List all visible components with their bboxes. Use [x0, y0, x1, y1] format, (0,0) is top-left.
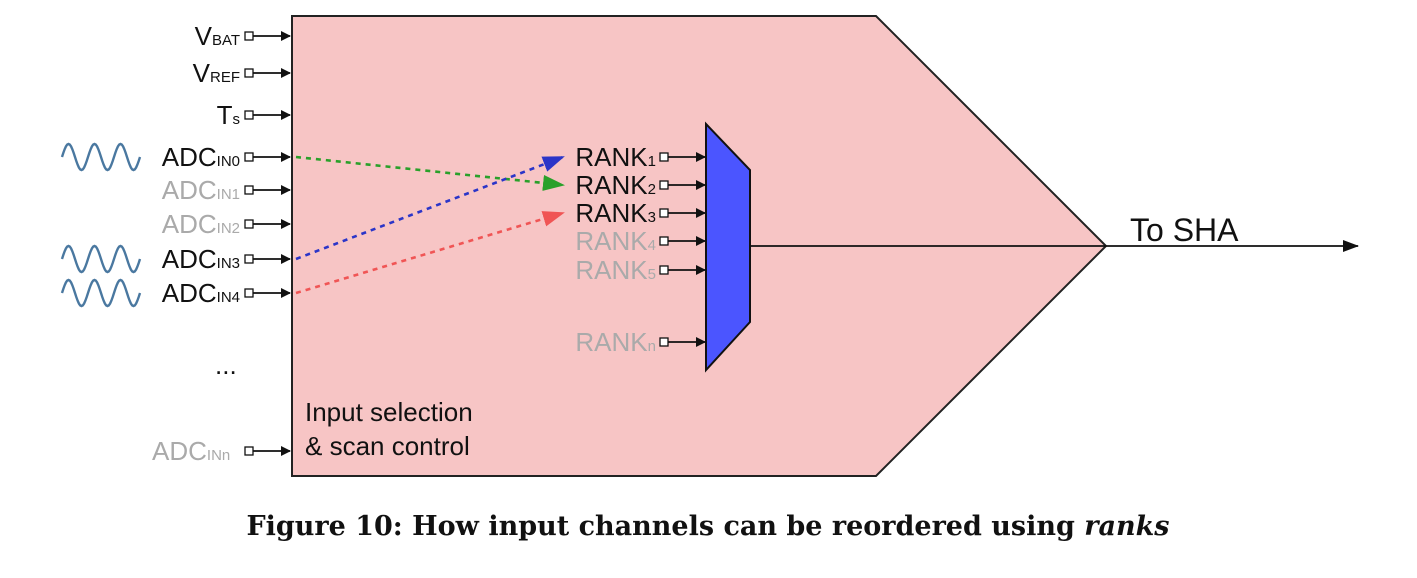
input-sub: BAT — [212, 32, 240, 49]
rank-5: RANK5 — [575, 255, 706, 285]
rank-n: RANKn — [575, 327, 706, 357]
rank-sub: 4 — [648, 237, 656, 254]
input-main: T — [217, 100, 233, 130]
input-vbat: VBAT — [195, 21, 291, 51]
input-sub: INn — [207, 447, 230, 464]
ellipsis: ... — [215, 350, 237, 380]
rank-1: RANK1 — [575, 142, 706, 172]
figure-caption: Figure 10: How input channels can be reo… — [246, 511, 1169, 542]
svg-text:RANKn: RANKn — [575, 327, 656, 357]
input-port — [244, 219, 254, 229]
input-adc-inn: ADCINn — [152, 436, 291, 466]
svg-text:ADCIN0: ADCIN0 — [162, 142, 240, 172]
input-sub: IN3 — [217, 255, 240, 272]
svg-text:RANK4: RANK4 — [575, 226, 656, 256]
caption-prefix: Figure 10: How input channels can be reo… — [246, 511, 1084, 542]
input-port — [244, 254, 254, 264]
rank-sub: 2 — [648, 181, 656, 198]
rank-main: RANK — [575, 142, 648, 172]
rank-main: RANK — [575, 226, 648, 256]
input-main: V — [193, 58, 211, 88]
svg-text:ADCIN1: ADCIN1 — [162, 175, 240, 205]
svg-text:VREF: VREF — [193, 58, 240, 88]
connection-list — [295, 155, 565, 295]
svg-text:ADCIN4: ADCIN4 — [162, 278, 240, 308]
svg-text:RANK3: RANK3 — [575, 198, 656, 228]
input-main: ADC — [162, 142, 217, 172]
input-port — [244, 185, 254, 195]
rank-4: RANK4 — [575, 226, 706, 256]
svg-text:RANK2: RANK2 — [575, 170, 656, 200]
input-vref: VREF — [193, 58, 291, 88]
input-sub: s — [233, 111, 241, 128]
input-main: V — [195, 21, 213, 51]
input-main: ADC — [162, 244, 217, 274]
connection-in3-to-rank1 — [295, 155, 565, 261]
rank-3: RANK3 — [575, 198, 706, 228]
svg-text:ADCINn: ADCINn — [152, 436, 230, 466]
rank-port — [659, 337, 669, 347]
svg-text:Ts: Ts — [217, 100, 240, 130]
caption-emphasis: ranks — [1084, 511, 1169, 542]
sine-wave-icon — [60, 244, 142, 274]
connection-in4-to-rank3 — [295, 211, 565, 295]
sine-wave-icon — [60, 278, 142, 308]
input-sub: REF — [210, 69, 240, 86]
input-port — [244, 152, 254, 162]
svg-text:VBAT: VBAT — [195, 21, 240, 51]
input-adcin3: ADCIN3 — [60, 244, 291, 274]
rank-main: RANK — [575, 198, 648, 228]
rank-main: RANK — [575, 327, 648, 357]
rank-port — [659, 265, 669, 275]
rank-port — [659, 236, 669, 246]
rank-main: RANK — [575, 255, 648, 285]
rank-sub: 5 — [648, 266, 656, 283]
block-label-line1: Input selection — [305, 397, 473, 427]
input-adcin1: ADCIN1 — [162, 175, 291, 205]
input-port — [244, 68, 254, 78]
block-label-line2: & scan control — [305, 431, 470, 461]
rank-sub: n — [648, 338, 656, 355]
rank-port — [659, 208, 669, 218]
input-main: ADC — [162, 175, 217, 205]
input-main: ADC — [152, 436, 207, 466]
rank-port — [659, 152, 669, 162]
svg-text:ADCIN2: ADCIN2 — [162, 209, 240, 239]
output-label: To SHA — [1130, 212, 1239, 248]
rank-2: RANK2 — [575, 170, 706, 200]
svg-text:RANK5: RANK5 — [575, 255, 656, 285]
svg-text:RANK1: RANK1 — [575, 142, 656, 172]
input-port — [244, 31, 254, 41]
input-sub: IN0 — [217, 153, 240, 170]
multiplexer — [705, 121, 751, 373]
sine-wave-icon — [60, 142, 142, 172]
input-port — [244, 288, 254, 298]
input-main: ADC — [162, 209, 217, 239]
input-port — [244, 110, 254, 120]
input-sub: IN2 — [217, 220, 240, 237]
rank-main: RANK — [575, 170, 648, 200]
rank-port — [659, 180, 669, 190]
input-ts: Ts — [217, 100, 291, 130]
input-main: ADC — [162, 278, 217, 308]
svg-text:ADCIN3: ADCIN3 — [162, 244, 240, 274]
input-adcin4: ADCIN4 — [60, 278, 291, 308]
input-port — [244, 446, 254, 456]
scan-control-block — [291, 15, 1108, 477]
input-sub: IN1 — [217, 186, 240, 203]
rank-sub: 1 — [648, 153, 656, 170]
input-adcin0: ADCIN0 — [60, 142, 291, 172]
input-adcin2: ADCIN2 — [162, 209, 291, 239]
connection-in0-to-rank2 — [295, 155, 565, 191]
rank-sub: 3 — [648, 209, 656, 226]
input-sub: IN4 — [217, 289, 240, 306]
